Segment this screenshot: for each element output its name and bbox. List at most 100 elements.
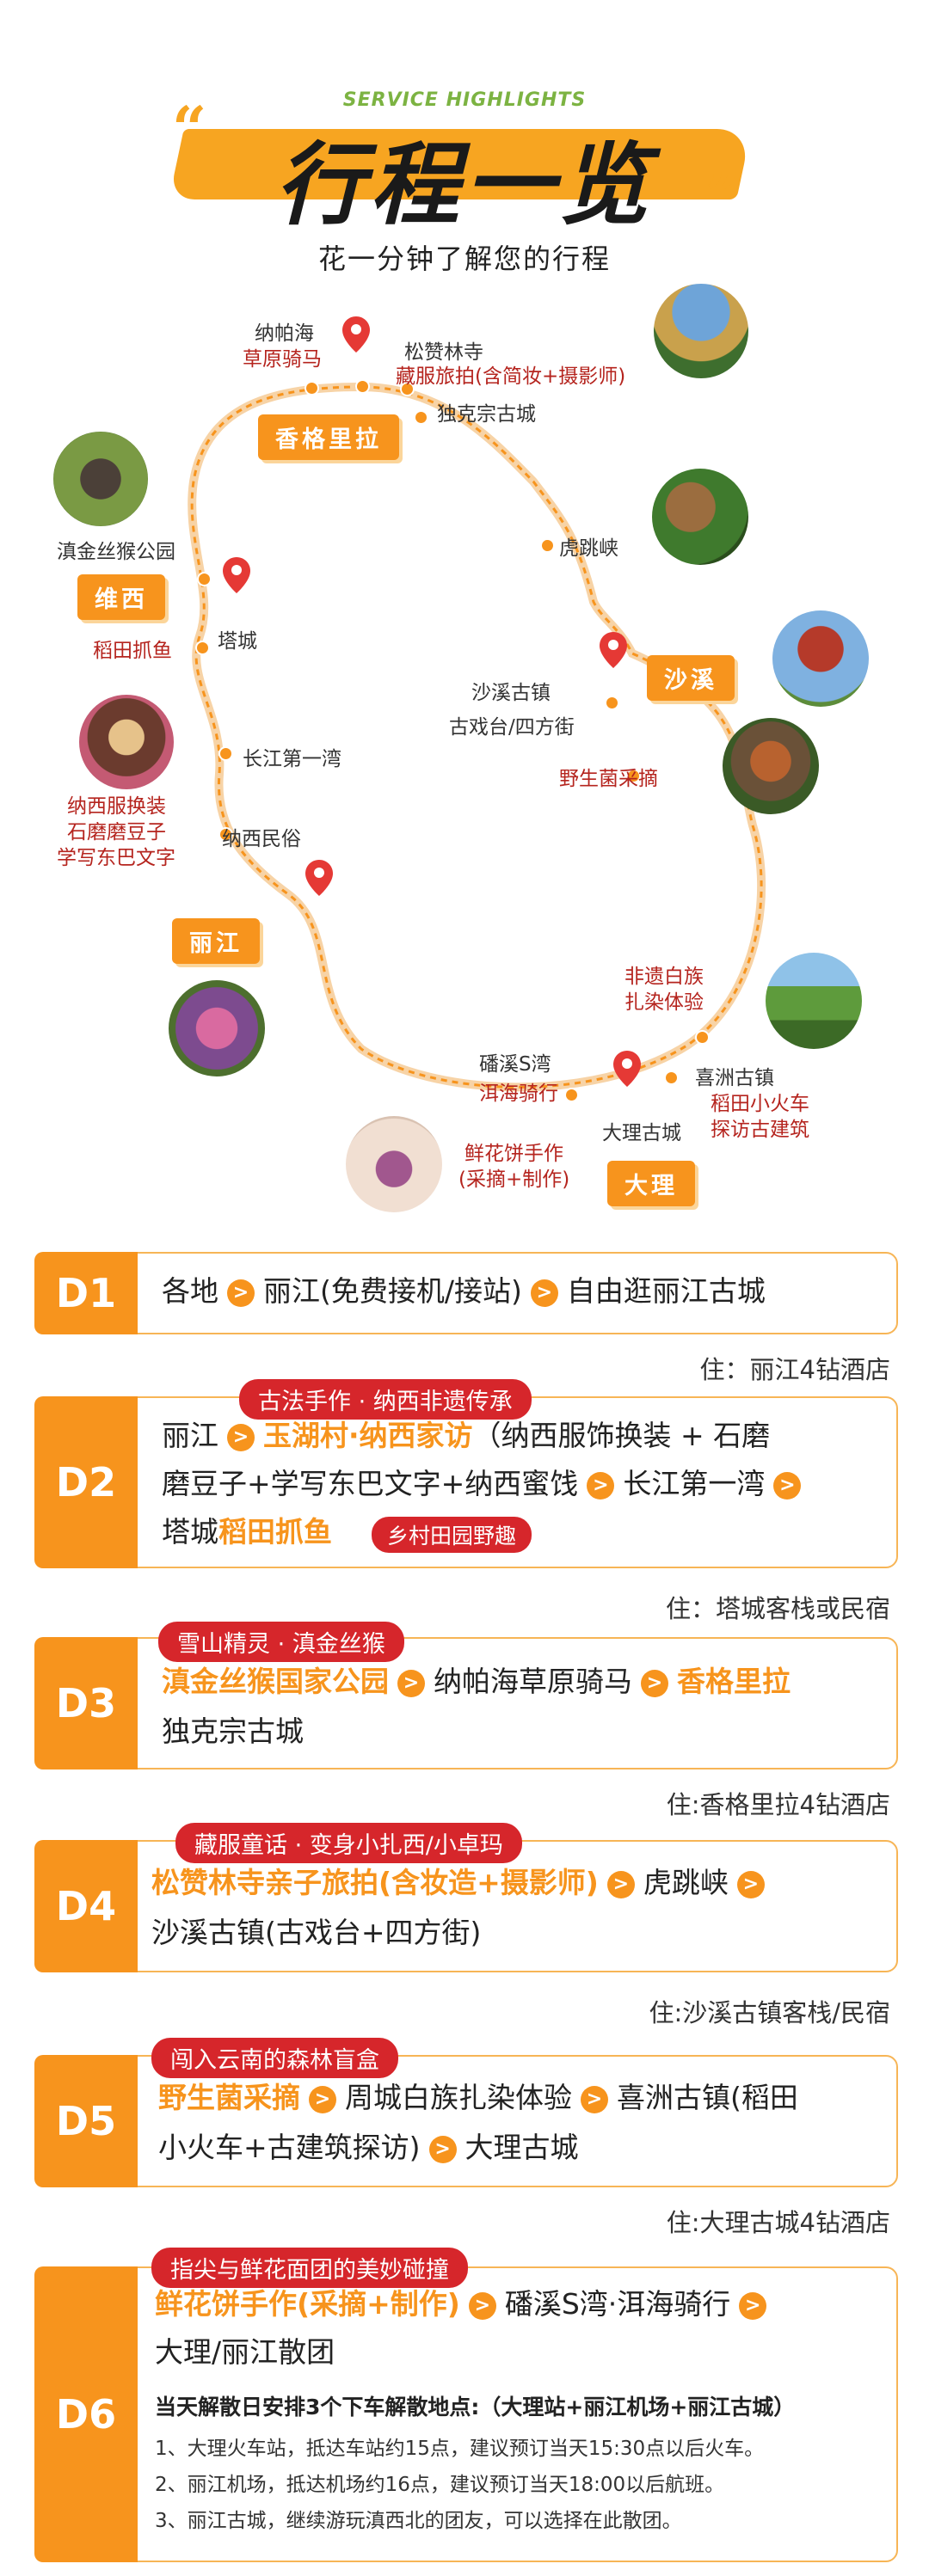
day-label: D2	[34, 1396, 138, 1568]
dismissal-note: 1、大理火车站，抵达车站约15点，建议预订当天15:30点以后火车。	[155, 2438, 765, 2460]
map-label: 喜洲古镇	[695, 1067, 774, 1089]
day-route: 独克宗古城	[162, 1714, 304, 1748]
location-pin-icon	[342, 316, 370, 353]
temple-photo	[654, 284, 748, 378]
map-label-highlight: 草原骑马	[243, 348, 322, 371]
mushroom-photo	[723, 718, 819, 814]
location-pin-icon	[613, 1051, 641, 1087]
route-dot	[414, 410, 428, 425]
hotel-info: 住:沙溪古镇客栈/民宿	[649, 1998, 890, 2027]
route-dot	[197, 572, 212, 586]
map-label-highlight: 鲜花饼手作	[464, 1143, 563, 1165]
dismissal-note-title: 当天解散日安排3个下车解散地点:（大理站+丽江机场+丽江古城）	[155, 2395, 796, 2420]
arrow-icon: >	[428, 2135, 457, 2163]
arrow-icon: >	[397, 1669, 425, 1697]
day-route: 松赞林寺亲子旅拍(含妆造+摄影师)>虎跳峡>	[151, 1861, 773, 1906]
arrow-icon: >	[227, 1279, 255, 1307]
day-sub-tag: 乡村田园野趣	[372, 1517, 532, 1553]
arrow-icon: >	[641, 1669, 668, 1697]
map-label-highlight: 藏服旅拍(含简妆+摄影师)	[396, 365, 626, 388]
map-label: 独克宗古城	[437, 403, 536, 426]
day-route: 磨豆子+学写东巴文字+纳西蜜饯>长江第一湾>	[162, 1462, 809, 1507]
map-label: 塔城	[218, 630, 257, 653]
day-route: 各地>丽江(免费接机/接站)>自由逛丽江古城	[162, 1274, 766, 1308]
day-theme-tag: 古法手作 · 纳西非遗传承	[239, 1379, 532, 1420]
lijiang-photo	[169, 980, 265, 1076]
hotel-info: 住：丽江4钻酒店	[699, 1355, 890, 1384]
map-label-highlight: 洱海骑行	[479, 1083, 558, 1105]
map-label-highlight: 学写东巴文字	[57, 847, 175, 869]
day-route: 沙溪古镇(古戏台+四方街)	[151, 1916, 482, 1949]
arrow-icon: >	[530, 1279, 558, 1307]
day-route: 滇金丝猴国家公园>纳帕海草原骑马>香格里拉	[162, 1665, 791, 1698]
map-label-highlight: 非遗白族	[624, 966, 704, 988]
day-label: D1	[34, 1252, 138, 1334]
day-route: 丽江>玉湖村·纳西家访（纳西服饰换装 + 石磨	[162, 1419, 771, 1452]
page-subtitle: 花一分钟了解您的行程	[317, 242, 611, 275]
map-label-highlight: 稻田小火车	[711, 1093, 809, 1115]
route-dot	[564, 1088, 579, 1102]
map-label-highlight: 纳西服换装	[67, 795, 166, 818]
route-dot	[605, 696, 619, 710]
day-label: D5	[34, 2055, 138, 2187]
map-label-highlight: 石磨磨豆子	[67, 821, 166, 843]
city-badge-dali: 大理	[607, 1161, 695, 1206]
route-dot	[400, 382, 415, 396]
route-dot	[626, 769, 641, 783]
page-title: 行程一览	[274, 132, 654, 237]
shaxi-photo	[772, 610, 869, 707]
dismissal-note: 3、丽江古城，继续游玩滇西北的团友，可以选择在此散团。	[155, 2510, 682, 2532]
monkey-photo	[53, 432, 148, 526]
route-line	[190, 385, 763, 1089]
map-label-highlight: 扎染体验	[624, 991, 704, 1014]
day-route: 大理/丽江散团	[155, 2335, 335, 2369]
location-pin-icon	[223, 557, 250, 593]
day-route: 鲜花饼手作(采摘+制作)>磻溪S湾·洱海骑行>	[155, 2282, 775, 2328]
arrow-icon: >	[606, 1870, 635, 1898]
location-pin-icon	[305, 860, 333, 896]
arrow-icon: >	[309, 2085, 336, 2113]
map-label: 滇金丝猴公园	[57, 541, 175, 563]
day-label: D4	[34, 1840, 138, 1972]
map-label-highlight: 野生菌采摘	[559, 768, 658, 790]
hotel-info: 住：塔城客栈或民宿	[665, 1594, 890, 1623]
map-label: 松赞林寺	[404, 341, 483, 364]
route-dot	[355, 379, 370, 394]
open-quote-icon: “	[172, 93, 207, 164]
arrow-icon: >	[736, 1870, 765, 1898]
route-dot	[695, 1030, 710, 1045]
day-route: 野生菌采摘>周城白族扎染体验>喜洲古镇(稻田	[158, 2081, 798, 2114]
map-label: 大理古城	[602, 1122, 681, 1144]
route-dot	[540, 538, 555, 553]
city-badge-weixi: 维西	[77, 574, 165, 620]
train-photo	[766, 953, 862, 1049]
day-label: D3	[34, 1637, 138, 1769]
route-dot	[218, 746, 233, 761]
subtitle-en: SERVICE HIGHLIGHTS	[342, 89, 587, 111]
route-dot	[664, 1070, 679, 1085]
map-label: 古戏台/四方街	[449, 716, 575, 739]
arrow-icon: >	[773, 1471, 802, 1500]
route-dot	[218, 827, 233, 842]
day-route: 塔城稻田抓鱼	[162, 1515, 332, 1549]
map-label-highlight: (采摘+制作)	[458, 1168, 570, 1191]
day-card-d1	[34, 1252, 898, 1334]
location-pin-icon	[600, 632, 627, 668]
hotel-info: 住:大理古城4钻酒店	[666, 2208, 890, 2237]
arrow-icon: >	[468, 2291, 496, 2320]
day-theme-tag: 指尖与鲜花面团的美妙碰撞	[151, 2248, 468, 2288]
city-badge-shangrila: 香格里拉	[258, 414, 399, 460]
map-label: 磻溪S湾	[479, 1053, 551, 1076]
map-label-highlight: 探访古建筑	[711, 1119, 809, 1141]
dismissal-note: 2、丽江机场，抵达机场约16点，建议预订当天18:00以后航班。	[155, 2474, 725, 2496]
day-label: D6	[34, 2266, 138, 2562]
map-label: 纳帕海	[255, 322, 314, 345]
day-theme-tag: 藏服童话 · 变身小扎西/小卓玛	[175, 1823, 522, 1863]
route-dot	[195, 641, 210, 655]
flower-cake-photo	[346, 1116, 442, 1212]
map-label: 沙溪古镇	[471, 682, 551, 704]
tiger-leap-photo	[652, 469, 748, 565]
day-theme-tag: 雪山精灵 · 滇金丝猴	[158, 1622, 404, 1662]
route-map	[188, 382, 766, 1092]
city-badge-lijiang: 丽江	[172, 918, 260, 964]
